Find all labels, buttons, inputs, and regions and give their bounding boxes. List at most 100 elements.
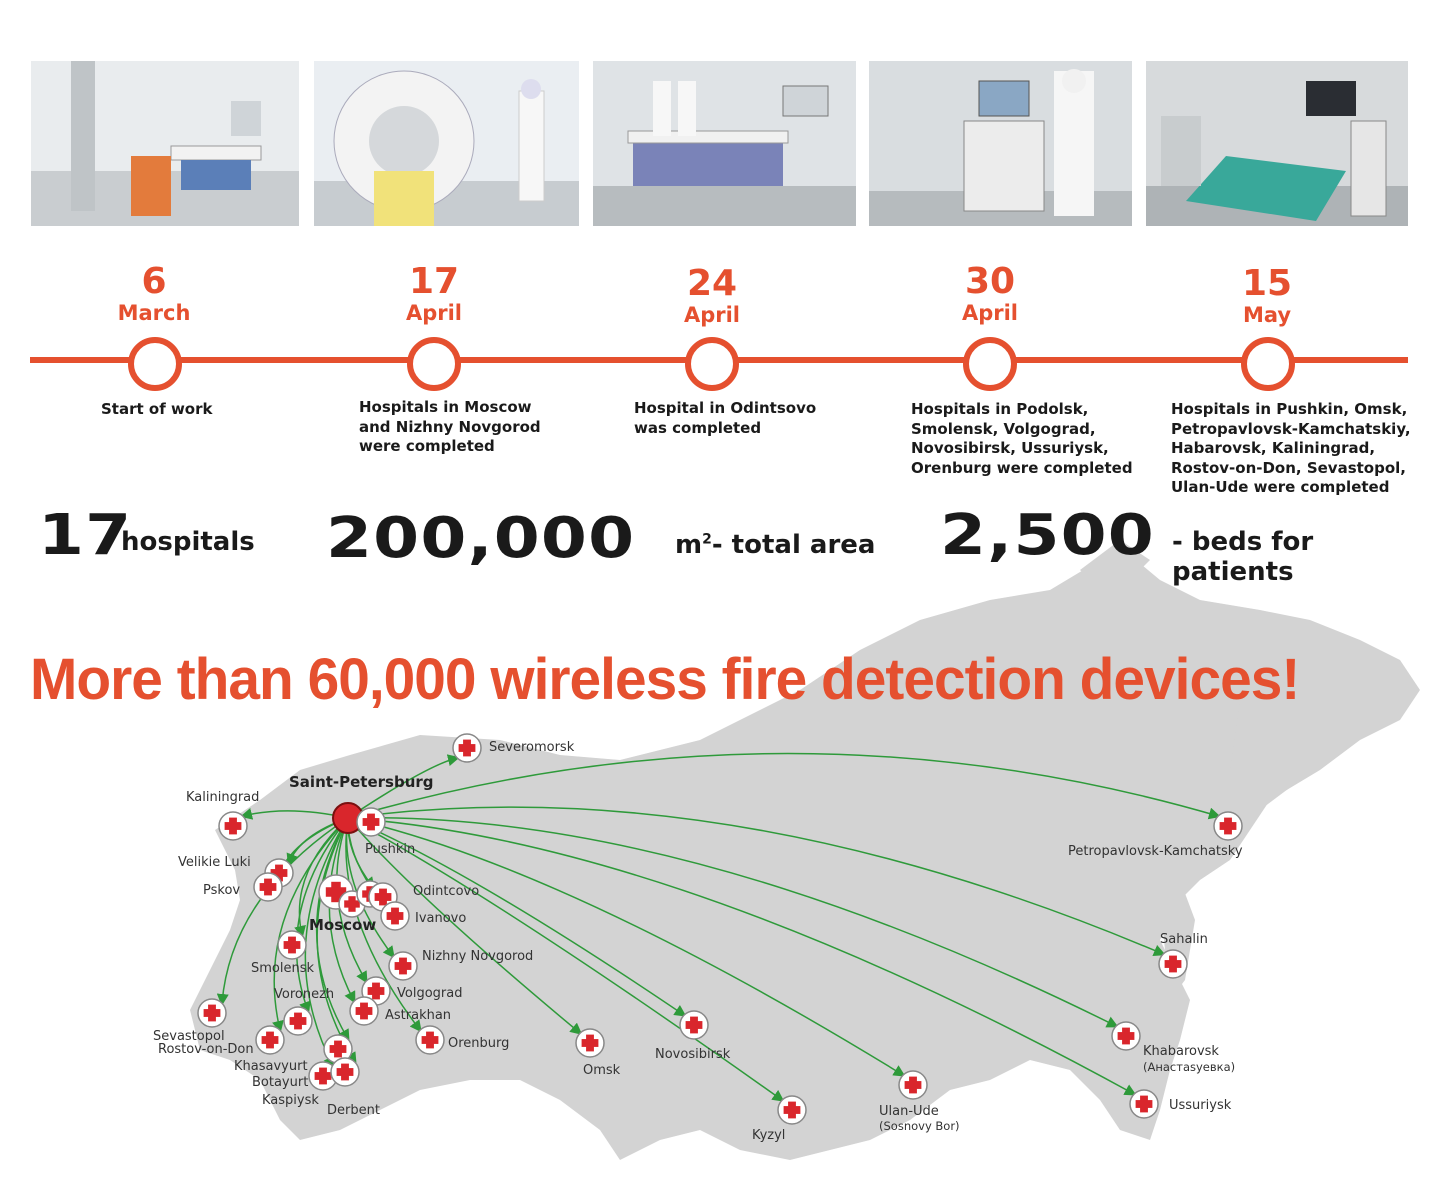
route-arrow <box>347 817 1137 1096</box>
hospital-cross-icon <box>218 811 248 841</box>
description-line: was completed <box>634 418 762 437</box>
city-label: Velikie Luki <box>178 855 251 870</box>
city-label: Botayurt <box>252 1075 308 1090</box>
description-line: Hospitals in Pushkin, Omsk, <box>1171 400 1408 418</box>
timeline-node-2 <box>407 337 461 391</box>
hospital-cross-icon <box>415 1025 445 1055</box>
city-label: Smolensk <box>251 961 314 976</box>
hospital-cross-icon <box>356 807 386 837</box>
hospitals-label: hospitals <box>121 527 255 557</box>
timeline-month: April <box>683 303 741 327</box>
route-arrow <box>347 817 785 1102</box>
novaya-zemlya <box>1080 540 1150 600</box>
hospital-cross-icon <box>898 1070 928 1100</box>
route-arrow <box>216 817 349 1006</box>
route-arrow <box>316 817 357 1065</box>
hospital-cross-icon <box>197 998 227 1028</box>
timeline-day: 17 <box>408 261 460 302</box>
beds-count: 2,500 <box>940 503 1155 568</box>
description-line: Ulan-Ude were completed <box>1171 478 1390 496</box>
description-line: Start of work <box>101 400 213 418</box>
city-label: Odintcovo <box>413 884 479 899</box>
city-label: (Анастаsyевка) <box>1143 1060 1235 1074</box>
timeline-description-3: Hospital in Odintsovo was completed <box>634 399 816 438</box>
timeline-date-4: 30 April <box>910 261 1070 326</box>
area-unit-superscript: 2 <box>702 531 712 548</box>
timeline-description-4: Hospitals in Podolsk, Smolensk, Volgogra… <box>911 400 1133 478</box>
city-label: Rostov-on-Don <box>158 1042 254 1057</box>
city-label: Sahalin <box>1160 932 1208 947</box>
city-label: Astrakhan <box>385 1008 451 1023</box>
hospital-cross-icon <box>277 930 307 960</box>
timeline-day: 30 <box>964 261 1016 302</box>
timeline-day: 24 <box>686 263 738 304</box>
route-arrow <box>347 806 1166 957</box>
city-label: Kyzyl <box>752 1128 785 1143</box>
timeline-node-3 <box>685 337 739 391</box>
area-label: - total area <box>711 530 876 560</box>
hospital-cross-icon <box>308 1061 338 1091</box>
city-label: Derbent <box>327 1103 380 1118</box>
city-label: Petropavlovsk-Kamchatsky <box>1068 844 1243 859</box>
route-arrow <box>347 817 687 1017</box>
description-line: were completed <box>359 437 495 455</box>
route-arrow <box>294 817 349 938</box>
city-label: Pushkin <box>365 842 415 857</box>
city-label: Sevastopol <box>153 1029 225 1044</box>
operating-room-photo <box>1146 61 1408 226</box>
timeline-date-3: 24 April <box>632 263 792 328</box>
city-label: Voronezh <box>274 987 334 1002</box>
city-label: Omsk <box>583 1063 621 1078</box>
timeline-day: 6 <box>141 261 167 302</box>
beds-label: - beds for patients <box>1172 527 1314 587</box>
hospital-cross-icon <box>1158 949 1188 979</box>
hospital-cross-icon <box>255 1025 285 1055</box>
hospital-cross-icon <box>283 1006 313 1036</box>
hospital-cross-icon <box>679 1010 709 1040</box>
city-label: Nizhny Novgorod <box>422 949 533 964</box>
capital-city-label: Moscow <box>309 916 376 934</box>
city-label: Khabarovsk <box>1143 1044 1219 1059</box>
city-label: (Sosnovy Bor) <box>879 1119 960 1133</box>
timeline-date-5: 15 May <box>1187 263 1347 328</box>
city-label: Ulan-Ude <box>879 1104 939 1119</box>
route-arrow <box>347 817 906 1077</box>
route-arrow <box>295 817 349 1014</box>
hospital-cross-icon <box>388 951 418 981</box>
hospital-cross-icon <box>1129 1089 1159 1119</box>
russia-landmass <box>190 555 1420 1160</box>
timeline-node-4 <box>963 337 1017 391</box>
hospital-cross-icon <box>330 1057 360 1087</box>
area-label-wrap: m2- total area <box>675 530 875 560</box>
kamchatka-peninsula <box>1230 680 1330 810</box>
ct-scanner-photo <box>314 61 579 226</box>
route-arrow <box>272 817 349 1033</box>
city-label: Ivanovo <box>415 911 466 926</box>
hospital-cross-icon <box>452 733 482 763</box>
route-arrow <box>347 754 460 819</box>
description-line: Hospitals in Podolsk, <box>911 400 1089 418</box>
description-line: Hospital in Odintsovo <box>634 399 817 417</box>
hospital-cross-icon <box>777 1095 807 1125</box>
timeline-day: 15 <box>1241 263 1293 304</box>
area-unit: m <box>675 530 703 560</box>
hospital-ward-photo <box>593 61 856 226</box>
description-line: Petropavlovsk-Kamchatskiy, <box>1171 419 1411 438</box>
x-ray-room-photo <box>31 61 299 226</box>
route-arrow <box>328 817 356 1004</box>
hospital-cross-icon <box>253 872 283 902</box>
city-label: Orenburg <box>448 1036 509 1051</box>
origin-city-label: Saint-Petersburg <box>289 773 434 791</box>
city-label: Volgograd <box>397 986 462 1001</box>
city-label: Severomorsk <box>489 740 575 755</box>
route-arrow <box>345 817 422 1033</box>
city-label: Pskov <box>203 883 240 898</box>
hospital-cross-icon <box>1111 1021 1141 1051</box>
city-label: Khasavyurt <box>234 1059 308 1074</box>
timeline-description-1: Start of work <box>101 400 212 420</box>
route-arrow <box>347 752 1221 820</box>
route-arrow <box>347 817 583 1035</box>
city-label: Ussuriysk <box>1169 1098 1232 1113</box>
description-line: Habarovsk, Kaliningrad, <box>1171 439 1376 457</box>
